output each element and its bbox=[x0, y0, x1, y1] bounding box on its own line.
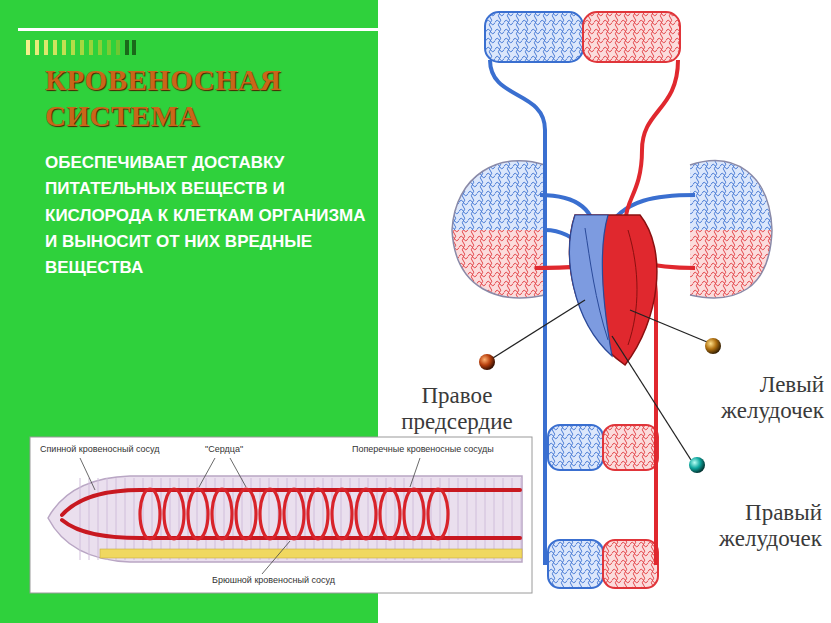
worm-segment bbox=[107, 478, 108, 560]
transverse-vessel bbox=[212, 489, 232, 539]
heart bbox=[569, 215, 656, 365]
worm-leaders bbox=[80, 458, 95, 490]
worm-segment bbox=[80, 478, 81, 560]
slide-decor bbox=[378, 0, 831, 623]
decor-bars bbox=[116, 40, 120, 55]
transverse-vessel bbox=[164, 489, 184, 539]
decor-bars bbox=[71, 40, 75, 55]
transverse-vessels bbox=[140, 489, 448, 539]
earthworm-inset bbox=[30, 437, 532, 593]
red-vessels bbox=[535, 60, 695, 565]
leader-lines bbox=[493, 300, 585, 358]
lung-right bbox=[685, 140, 780, 310]
worm-segment bbox=[98, 478, 99, 560]
callout-dot bbox=[705, 338, 721, 354]
transverse-vessel bbox=[404, 489, 424, 539]
heart bbox=[570, 215, 612, 356]
capillary-bed-top bbox=[485, 12, 583, 62]
lung-left bbox=[440, 230, 550, 310]
transverse-vessel bbox=[380, 489, 400, 539]
part-label: Брюшной кровеносный сосуд bbox=[212, 576, 335, 586]
part-label: Поперечные кровеносные сосуды bbox=[352, 445, 494, 455]
ventral-band bbox=[100, 549, 522, 558]
lung-left bbox=[440, 140, 550, 310]
worm-body bbox=[48, 476, 522, 562]
capillary-bed-top bbox=[583, 12, 680, 62]
description-text: ОБЕСПЕЧИВАЕТ ДОСТАВКУ ПИТАТЕЛЬНЫХ ВЕЩЕСТ… bbox=[45, 150, 375, 282]
part-label: Правый желудочек bbox=[676, 500, 822, 553]
lung-right bbox=[685, 140, 780, 230]
lung-left bbox=[440, 140, 550, 230]
part-label: "Сердца" bbox=[205, 445, 243, 455]
decor-bars bbox=[35, 40, 39, 55]
slide-title: КРОВЕНОСНАЯ СИСТЕМА bbox=[45, 62, 315, 135]
worm-leaders bbox=[410, 458, 420, 487]
capillary-bed-top bbox=[485, 12, 680, 62]
worm-vessels bbox=[62, 490, 520, 538]
transverse-vessel bbox=[260, 489, 280, 539]
leader-lines bbox=[630, 310, 707, 342]
capillary-bed-lower bbox=[603, 425, 658, 470]
transverse-vessel bbox=[332, 489, 352, 539]
red-vessels bbox=[626, 60, 678, 218]
part-label: Спинной кровеносный сосуд bbox=[40, 445, 160, 455]
heart bbox=[569, 215, 656, 365]
worm-vessels bbox=[62, 520, 520, 538]
decor-bars bbox=[125, 40, 129, 55]
decor-bars bbox=[89, 40, 93, 55]
transverse-vessel bbox=[140, 489, 160, 539]
lung-right bbox=[685, 140, 780, 310]
transverse-vessel bbox=[236, 489, 256, 539]
leader-lines bbox=[612, 336, 691, 460]
decor-bars bbox=[26, 40, 30, 55]
part-label: Правое предсердие bbox=[381, 383, 533, 436]
heart bbox=[585, 228, 608, 340]
slide-decor bbox=[18, 28, 378, 31]
capillary-bed-lower bbox=[603, 540, 658, 588]
transverse-vessel bbox=[428, 489, 448, 539]
decor-bars bbox=[80, 40, 84, 55]
worm-leaders bbox=[262, 541, 290, 574]
decor-bars bbox=[107, 40, 111, 55]
lung-right bbox=[690, 161, 772, 298]
decor-bars bbox=[26, 40, 136, 55]
lung-left bbox=[440, 140, 550, 310]
callout-dot bbox=[689, 457, 705, 473]
callout-dot bbox=[479, 354, 495, 370]
transverse-vessel bbox=[308, 489, 328, 539]
decor-bars bbox=[132, 40, 136, 55]
worm-segment bbox=[89, 478, 90, 560]
worm-leaders bbox=[80, 458, 420, 574]
earthworm-inset bbox=[30, 437, 532, 593]
decor-bars bbox=[62, 40, 66, 55]
capillary-bed-lower bbox=[548, 540, 603, 588]
capillary-bed-lower bbox=[548, 425, 658, 588]
decor-bars bbox=[44, 40, 48, 55]
heart bbox=[628, 230, 637, 345]
worm-leaders bbox=[230, 458, 246, 487]
worm-leaders bbox=[199, 458, 215, 487]
worm-vessels bbox=[62, 490, 520, 515]
leader-lines bbox=[493, 300, 707, 460]
decor-bars bbox=[53, 40, 57, 55]
transverse-vessel bbox=[188, 489, 208, 539]
capillary-bed-lower bbox=[548, 425, 603, 470]
lung-right bbox=[685, 230, 780, 310]
transverse-vessel bbox=[284, 489, 304, 539]
transverse-vessel bbox=[356, 489, 376, 539]
lung-left bbox=[452, 161, 545, 298]
part-label: Левый желудочек bbox=[700, 372, 824, 425]
slide-decor bbox=[18, 0, 831, 623]
decor-bars bbox=[98, 40, 102, 55]
